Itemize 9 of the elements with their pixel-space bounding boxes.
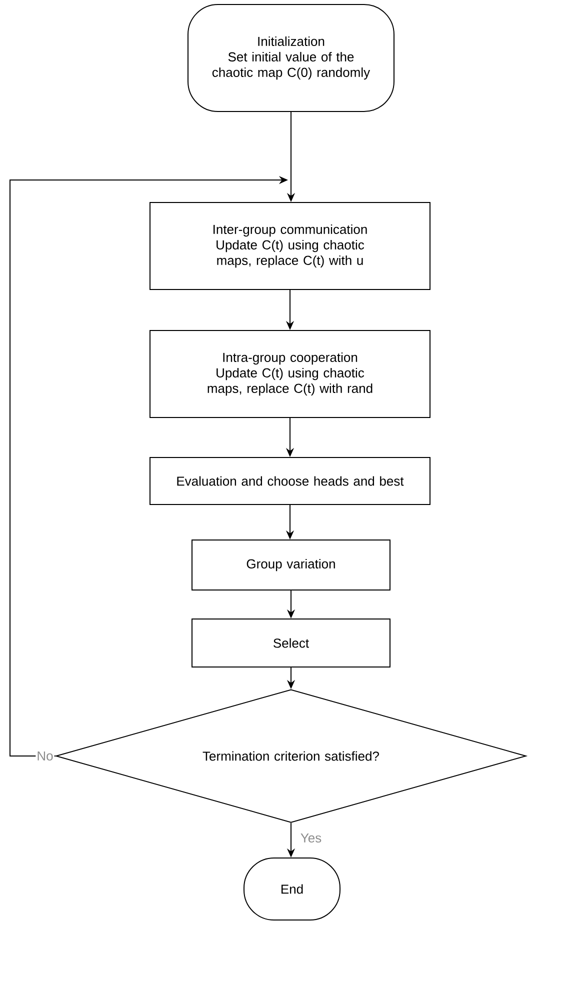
terminal-box: Initialization Set initial value of the chaotic map C(0) randomly <box>188 4 394 112</box>
terminal-box: End <box>244 858 340 920</box>
process-box: Intra-group cooperation Update C(t) using chaotic maps, replace C(t) with rand <box>150 330 430 418</box>
process-box: Inter-group communication Update C(t) using chaotic maps, replace C(t) with u <box>150 202 430 290</box>
edge-label: No <box>36 750 54 762</box>
process-box: Group variation <box>192 540 390 590</box>
process-box: Select <box>192 618 390 668</box>
process-box: Evaluation and choose heads and best <box>150 457 430 505</box>
edge-label: Yes <box>299 832 323 844</box>
